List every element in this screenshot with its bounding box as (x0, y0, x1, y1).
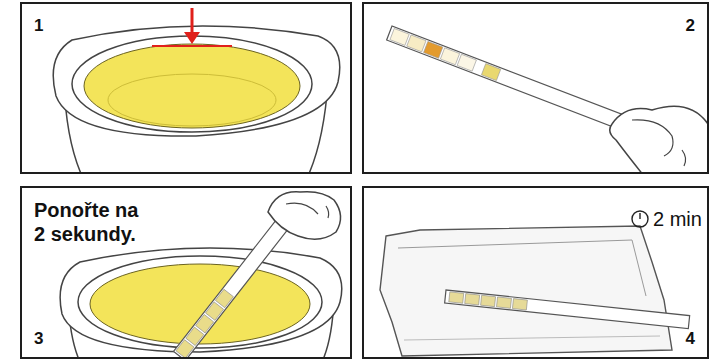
step-panel: 2 (362, 2, 709, 174)
step-panel: 1 (20, 2, 352, 174)
towel-illustration (380, 211, 690, 356)
step-panel: Ponořte na 2 sekundy. 3 (20, 186, 352, 359)
step-number: 1 (34, 16, 43, 36)
instruction-text: Ponořte na 2 sekundy. (34, 198, 146, 246)
step-number: 2 (686, 16, 695, 36)
clock-icon (632, 211, 648, 227)
strip-illustration (387, 26, 707, 172)
step-number: 3 (34, 329, 43, 349)
step-number: 4 (686, 329, 695, 349)
timer-label: 2 min (653, 207, 702, 231)
cup-illustration (53, 8, 340, 172)
step-panel: 2 min 4 (362, 186, 709, 359)
